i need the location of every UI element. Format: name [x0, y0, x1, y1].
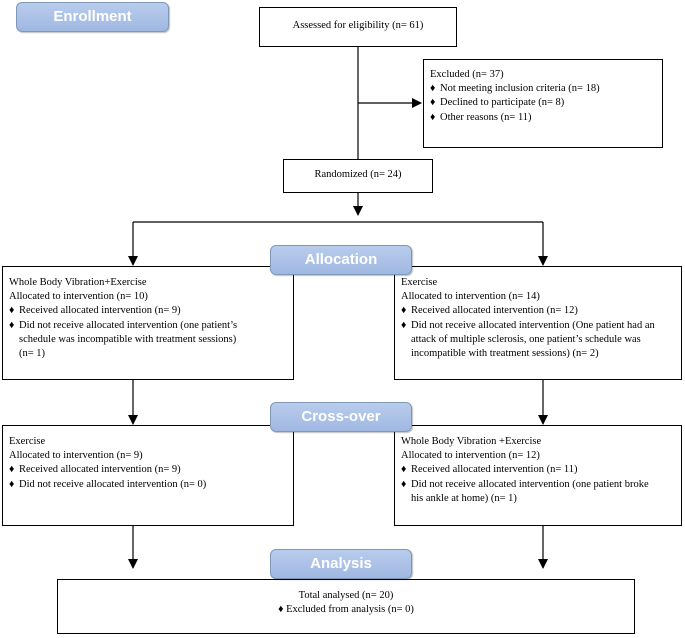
crossover-right-allocated: Allocated to intervention (n= 12): [401, 450, 540, 462]
crossover-left-box: Exercise Allocated to intervention (n= 9…: [2, 425, 294, 526]
bullet-icon: ♦: [401, 478, 407, 490]
allocation-right-allocated: Allocated to intervention (n= 14): [401, 291, 540, 303]
allocation-right-not-received-line3: incompatible with treatment sessions) (n…: [411, 348, 599, 360]
enrollment-stage-label: Enrollment: [16, 2, 169, 32]
allocation-right-box: Exercise Allocated to intervention (n= 1…: [394, 266, 682, 380]
allocation-right-not-received-line2: attack of multiple sclerosis, one patien…: [411, 333, 641, 345]
crossover-right-not-received: ♦ Did not receive allocated intervention…: [401, 478, 675, 492]
crossover-left-title: Exercise: [9, 436, 46, 447]
excluded-item: ♦ Not meeting inclusion criteria (n= 18): [430, 82, 656, 96]
bullet-icon: ♦: [401, 464, 407, 476]
bullet-icon: ♦: [9, 478, 15, 490]
excluded-item: ♦ Declined to participate (n= 8): [430, 96, 656, 110]
randomized-box: Randomized (n= 24): [283, 159, 433, 193]
bullet-icon: ♦: [9, 305, 15, 317]
excluded-box: Excluded (n= 37) ♦ Not meeting inclusion…: [423, 59, 663, 148]
crossover-right-box: Whole Body Vibration +Exercise Allocated…: [394, 425, 682, 526]
bullet-icon: ♦: [430, 83, 436, 95]
excluded-title: Excluded (n= 37): [430, 69, 504, 80]
bullet-icon: ♦: [430, 97, 436, 109]
crossover-stage-label: Cross-over: [270, 402, 412, 432]
allocation-left-received: ♦ Received allocated intervention (n= 9): [9, 304, 287, 318]
allocation-left-allocated: Allocated to intervention (n= 10): [9, 291, 148, 303]
analysis-box: Total analysed (n= 20) ♦ Excluded from a…: [57, 579, 635, 634]
crossover-left-allocated: Allocated to intervention (n= 9): [9, 450, 143, 462]
bullet-icon: ♦: [9, 464, 15, 476]
analysis-excluded: ♦ Excluded from analysis (n= 0): [278, 604, 414, 616]
bullet-icon: ♦: [401, 305, 407, 317]
bullet-icon: ♦: [430, 111, 436, 123]
excluded-item: ♦ Other reasons (n= 11): [430, 111, 656, 125]
analysis-total: Total analysed (n= 20): [298, 590, 394, 601]
allocation-right-not-received: ♦ Did not receive allocated intervention…: [401, 319, 675, 333]
allocation-stage-label: Allocation: [270, 245, 412, 275]
allocation-left-title: Whole Body Vibration+Exercise: [9, 277, 147, 288]
crossover-right-not-received-line2: his ankle at home) (n= 1): [411, 492, 517, 504]
allocation-right-received: ♦ Received allocated intervention (n= 12…: [401, 304, 675, 318]
allocation-left-box: Whole Body Vibration+Exercise Allocated …: [2, 266, 294, 380]
bullet-icon: ♦: [401, 319, 407, 331]
allocation-left-not-received-line2: schedule was incompatible with treatment…: [19, 333, 237, 345]
crossover-right-received: ♦ Received allocated intervention (n= 11…: [401, 463, 675, 477]
bullet-icon: ♦: [278, 604, 284, 616]
randomized-text: Randomized (n= 24): [314, 169, 402, 180]
crossover-left-not-received: ♦ Did not receive allocated intervention…: [9, 478, 287, 492]
assessed-box: Assessed for eligibility (n= 61): [259, 7, 457, 47]
analysis-stage-label: Analysis: [270, 549, 412, 579]
allocation-left-not-received-line3: (n= 1): [19, 348, 46, 360]
allocation-left-not-received: ♦ Did not receive allocated intervention…: [9, 319, 287, 333]
bullet-icon: ♦: [9, 319, 15, 331]
assessed-text: Assessed for eligibility (n= 61): [292, 20, 424, 31]
crossover-left-received: ♦ Received allocated intervention (n= 9): [9, 463, 287, 477]
allocation-right-title: Exercise: [401, 277, 438, 288]
crossover-right-title: Whole Body Vibration +Exercise: [401, 436, 542, 447]
